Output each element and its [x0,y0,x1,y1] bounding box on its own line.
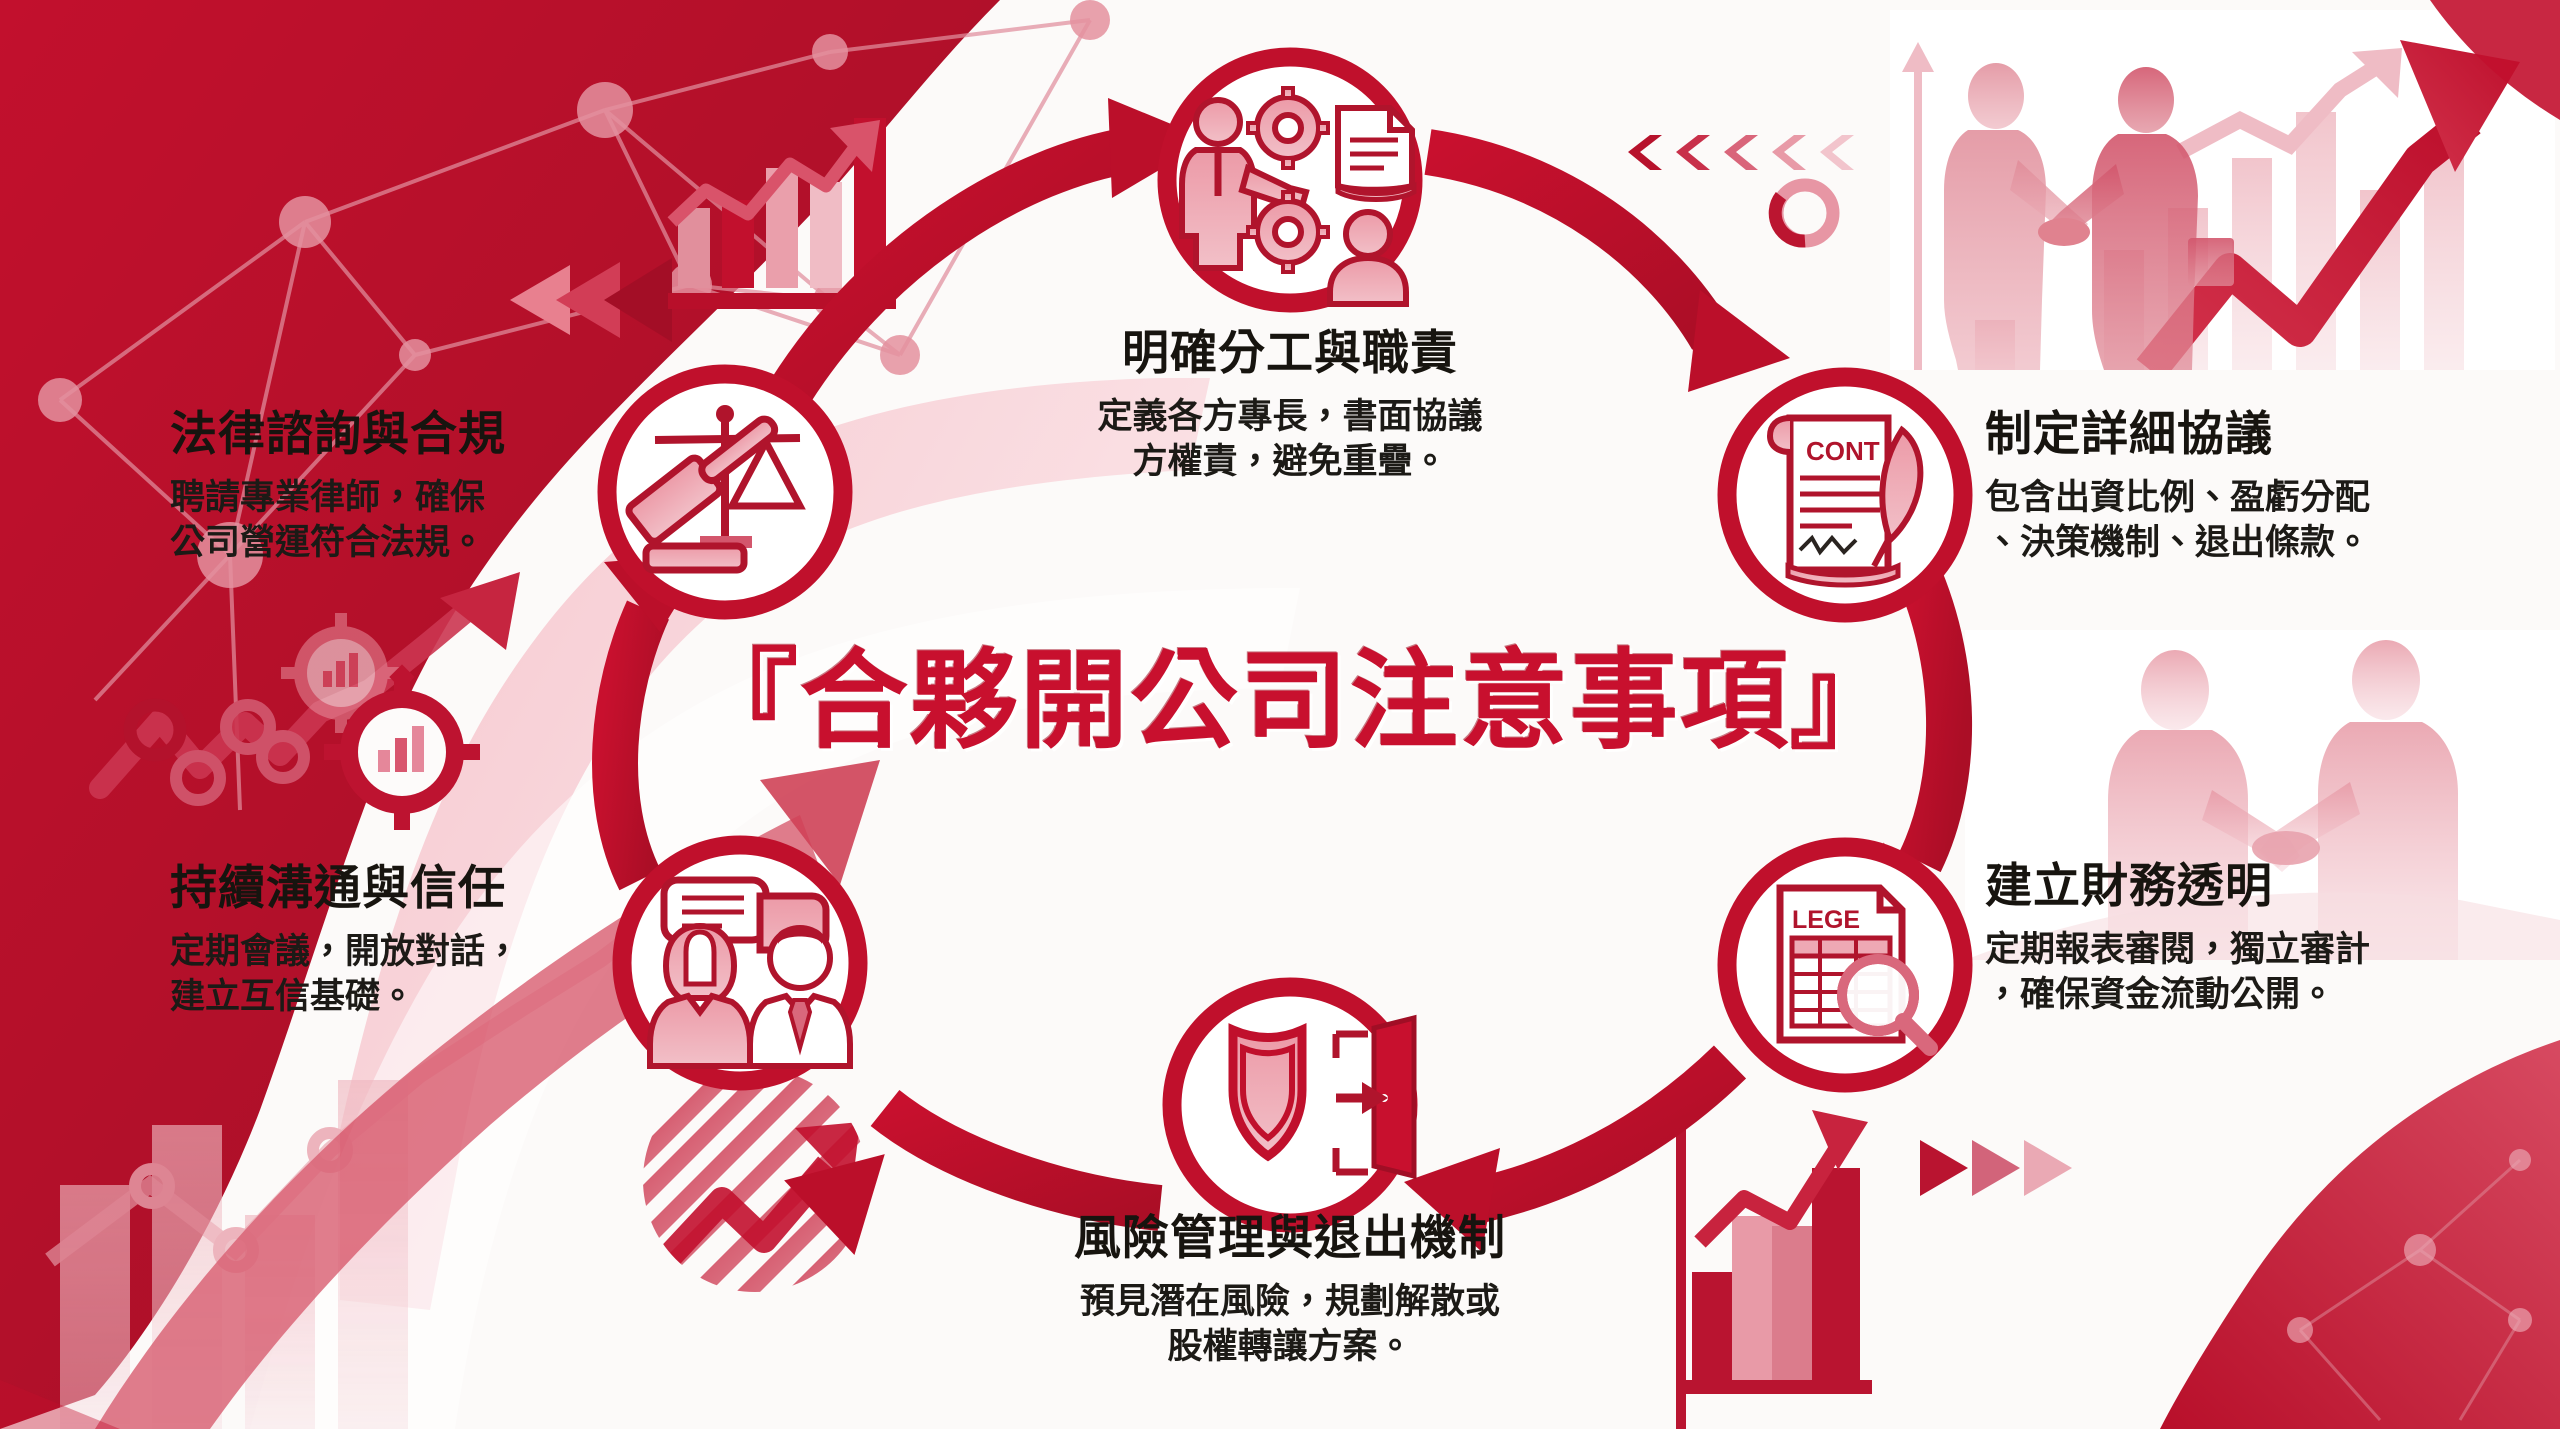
node-block-finance: 建立財務透明 定期報表審閱，獨立審計 ，確保資金流動公開。 [1985,859,2505,1018]
node-icon-legal[interactable] [597,364,853,620]
ledger-magnifier-icon: LEGE [1776,884,1938,1056]
handshake-businessmen-chart [1890,10,2555,370]
node-desc-communication-line2: 建立互信基礎。 [170,977,416,1017]
node-icon-finance[interactable]: LEGE [1717,837,1973,1093]
node-desc-legal-line2: 公司營運符合法規。 [170,523,486,563]
ledger-label: LEGE [1792,906,1860,934]
node-desc-risk-line2: 股權轉讓方案。 [1167,1327,1413,1367]
node-desc-risk-line1: 預見潛在風險，規劃解散或 [1079,1281,1500,1321]
node-block-roles: 明確分工與職責 定義各方專長，書面協議 方權責，避免重疊。 [1000,326,1580,485]
node-block-legal: 法律諮詢與合規 聘請專業律師，確保 公司營運符合法規。 [170,407,600,566]
node-desc-finance-line1: 定期報表審閱，獨立審計 [1985,929,2371,969]
node-desc-roles-line2: 方權責，避免重疊。 [1132,442,1448,482]
node-block-risk: 風險管理與退出機制 預見潛在風險，規劃解散或 股權轉讓方案。 [980,1211,1600,1370]
rewind-triangles-icon [510,258,672,342]
arrowhead-4 [1404,1148,1500,1252]
node-block-communication: 持續溝通與信任 定期會議，開放對話， 建立互信基礎。 [170,861,600,1020]
exit-door-icon [1332,1014,1417,1180]
chevrons-left-icon [1628,135,1854,170]
node-title-roles: 明確分工與職責 [1122,326,1458,379]
shield-exit-door-icon [1228,1014,1417,1180]
node-icon-communication[interactable] [612,835,868,1091]
node-icon-risk[interactable] [1162,977,1418,1233]
play-triangles-right-icon [1920,1140,2072,1196]
node-desc-legal-line1: 聘請專業律師，確保 [170,477,486,517]
node-block-agreement: 制定詳細協議 包含出資比例、盈虧分配 、決策機制、退出條款。 [1985,407,2505,566]
contract-label: CONT [1806,436,1880,466]
node-icon-roles[interactable] [1157,47,1423,313]
node-desc-roles-line1: 定義各方專長，書面協議 [1097,396,1483,436]
contract-quill-icon: CONT [1766,414,1924,588]
ring-circle-decoration [1768,178,1840,248]
page-title: 『合夥開公司注意事項』 [690,640,1901,761]
node-desc-finance-line2: ，確保資金流動公開。 [1985,975,2336,1015]
arrowhead-5 [784,1154,885,1255]
magnifier-icon [1837,954,1938,1056]
people-gears-document-icon [1179,86,1417,307]
two-people-speech-icon [647,876,853,1069]
node-title-communication: 持續溝通與信任 [170,861,506,914]
node-title-agreement: 制定詳細協議 [1985,407,2273,460]
node-title-finance: 建立財務透明 [1985,859,2273,912]
node-icon-agreement[interactable]: CONT [1717,367,1973,623]
line-graph-gears-icon [89,572,520,830]
node-desc-communication-line1: 定期會議，開放對話， [170,931,521,971]
node-desc-agreement-line2: 、決策機制、退出條款。 [1985,523,2371,563]
node-title-legal: 法律諮詢與合規 [170,407,506,460]
gavel-scales-icon [625,405,806,574]
handshake-businessmen-pair [1965,630,2560,960]
node-desc-agreement-line1: 包含出資比例、盈虧分配 [1985,477,2371,517]
node-title-risk: 風險管理與退出機制 [1074,1211,1506,1264]
quill-pen-icon [1871,425,1924,568]
arrowhead-2 [1688,290,1790,392]
arrowhead-1 [1108,98,1210,198]
bar-chart-arrow-icon-small [1676,1110,1872,1429]
